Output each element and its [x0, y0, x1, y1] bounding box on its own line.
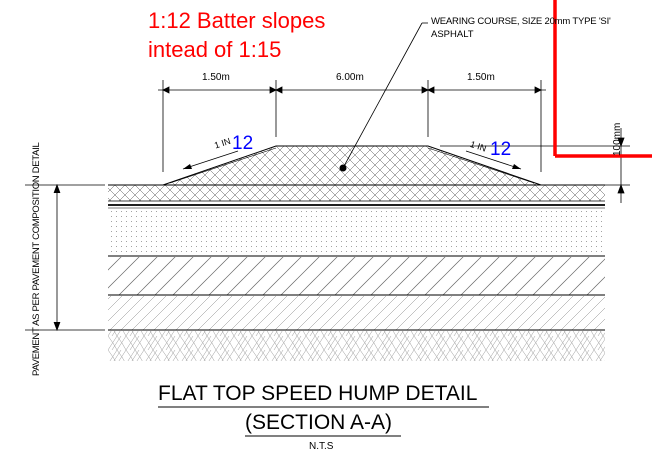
- right-slope-arrow: [465, 150, 522, 170]
- dim-height: 100mm: [612, 122, 623, 156]
- pavement-side-label: PAVEMENT AS PER PAVEMENT COMPOSITION DET…: [31, 142, 42, 376]
- callout-line2: ASPHALT: [431, 29, 474, 40]
- dim-left-ramp: 1.50m: [202, 72, 230, 83]
- callout-dot: [339, 164, 347, 172]
- hump-right-ramp-underline: [427, 147, 535, 184]
- drawing-subtitle: (SECTION A-A): [245, 411, 393, 434]
- callout-leader: [342, 22, 423, 169]
- capping-layer: [108, 296, 605, 330]
- dim-top: 6.00m: [336, 72, 364, 83]
- pavement-depth-dimension: [25, 183, 105, 332]
- drawing-title: FLAT TOP SPEED HUMP DETAIL: [158, 382, 478, 405]
- hump-left-ramp-underline: [169, 147, 277, 184]
- horizontal-dimension: [158, 80, 546, 172]
- hump-height-dimension: [440, 128, 630, 203]
- dim-right-ramp: 1.50m: [467, 72, 495, 83]
- left-slope-value: 12: [232, 133, 254, 154]
- left-slope-arrow: [182, 150, 239, 170]
- drawing-scale: N.T.S: [309, 441, 334, 452]
- callout-line1: WEARING COURSE, SIZE 20mm TYPE 'SI': [431, 16, 611, 27]
- subgrade-layer: [108, 331, 605, 361]
- subbase-layer: [108, 257, 605, 295]
- red-markup: [553, 0, 652, 158]
- annotation-line1: 1:12 Batter slopes: [148, 8, 326, 33]
- right-slope-value: 12: [490, 139, 512, 160]
- annotation-line2: intead of 1:15: [148, 37, 282, 62]
- base-course-layer: [108, 209, 605, 256]
- wearing-course-layer: [108, 185, 605, 201]
